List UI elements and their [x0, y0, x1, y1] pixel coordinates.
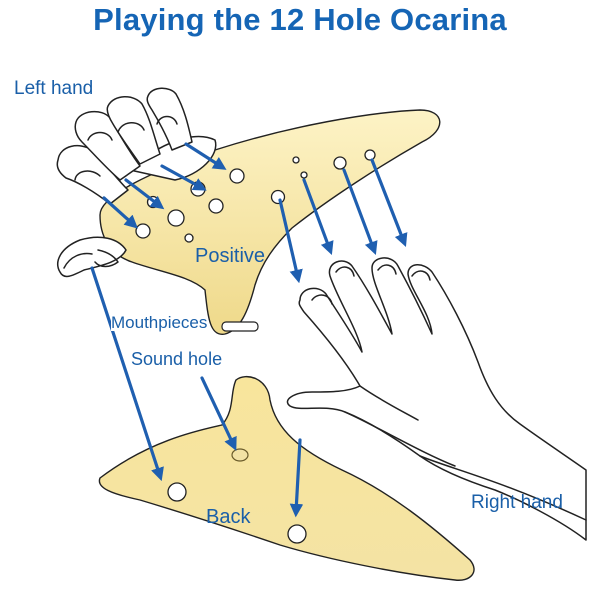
arrow-lh-2: [124, 178, 165, 210]
label-back: Back: [206, 506, 251, 528]
back-hole-right: [287, 524, 307, 544]
label-positive: Positive: [195, 245, 266, 267]
label-left-hand: Left hand: [14, 78, 94, 99]
arrow-sound-hole: [200, 376, 237, 451]
label-right-hand: Right hand: [471, 492, 563, 513]
arrows: [90, 142, 408, 518]
sound-hole: [231, 448, 249, 462]
arrow-thumb: [90, 266, 164, 482]
arrow-rh-3: [342, 168, 378, 256]
label-mouthpieces: Mouthpieces: [111, 313, 208, 332]
arrow-rh-thumb: [289, 438, 304, 518]
label-sound-hole: Sound hole: [131, 349, 223, 369]
diagram-title: Playing the 12 Hole Ocarina: [93, 2, 507, 37]
arrow-lh-1: [102, 196, 138, 229]
arrow-lh-3: [160, 164, 207, 191]
arrow-lh-4: [184, 142, 227, 170]
back-ocarina: [98, 375, 475, 581]
arrow-rh-1: [278, 198, 303, 284]
arrow-rh-2: [302, 178, 334, 256]
back-hole-left: [167, 482, 187, 502]
arrow-rh-4: [370, 158, 408, 248]
right-hand: [286, 257, 587, 541]
